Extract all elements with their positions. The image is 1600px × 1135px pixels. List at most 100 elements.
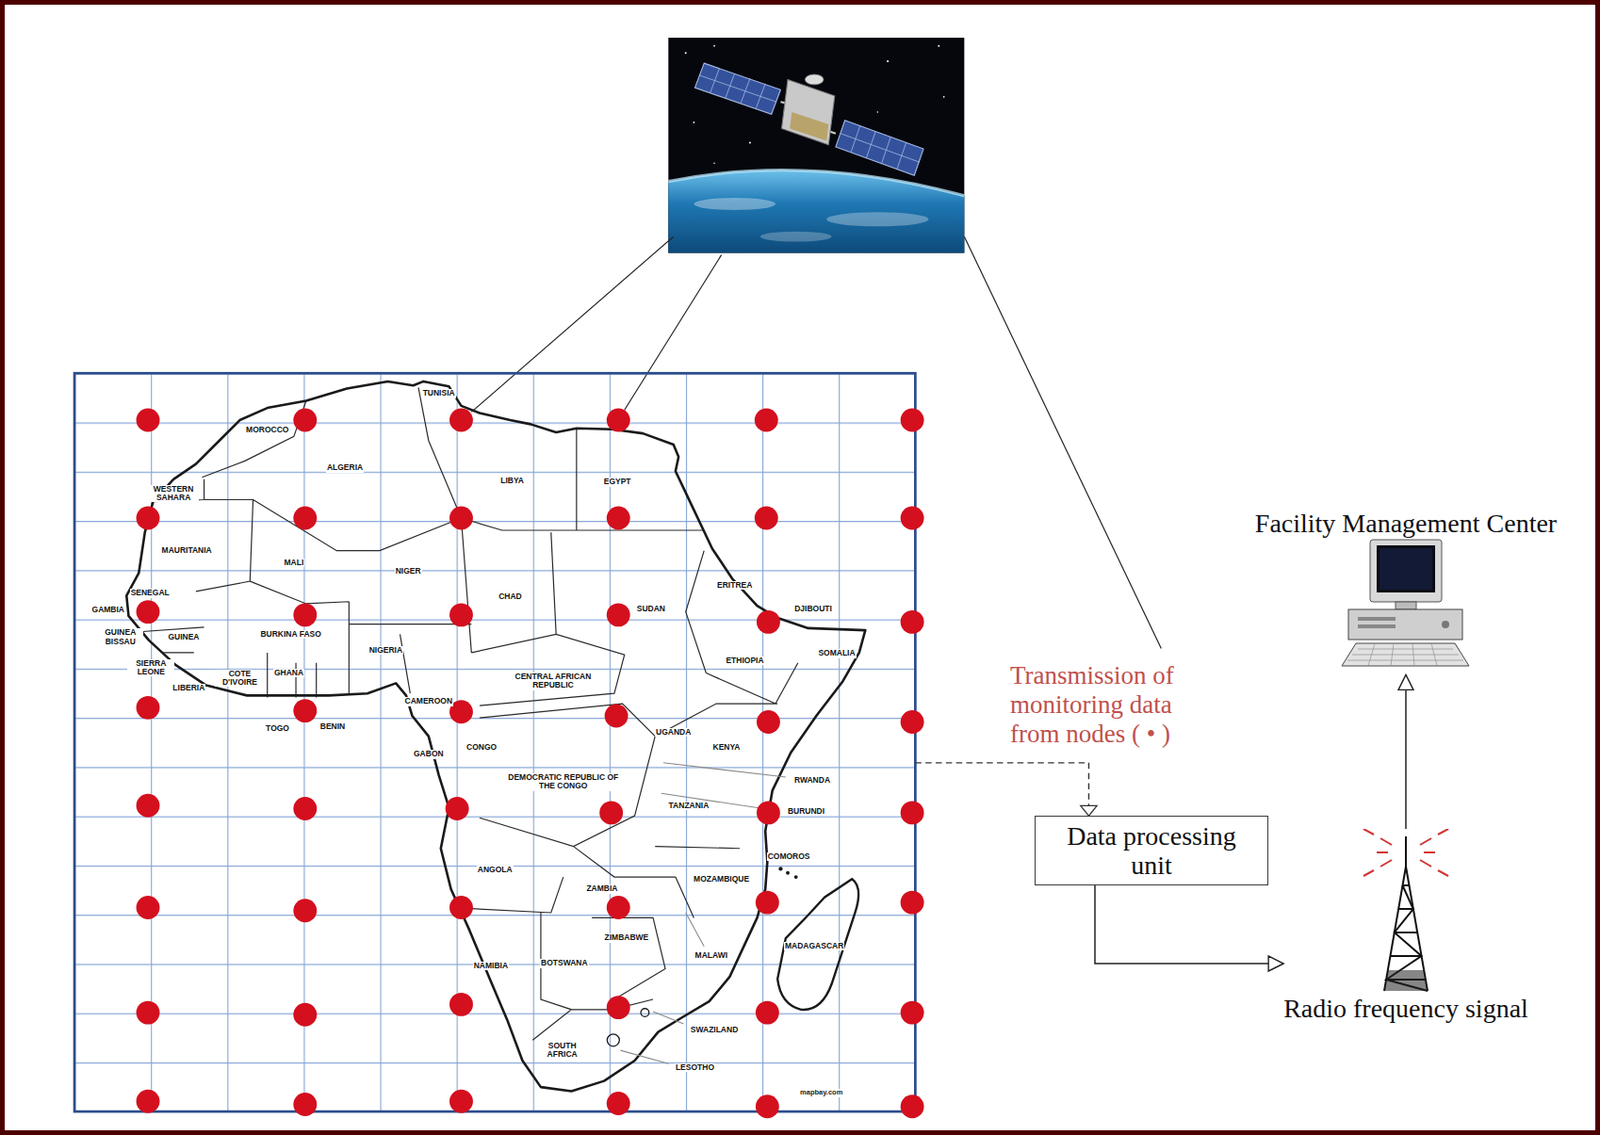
satellite-picture-part <box>826 212 929 227</box>
monitoring-node-dots-part <box>136 600 161 624</box>
country-label: MAURITANIA <box>161 546 213 556</box>
monitoring-node-dots-part <box>900 891 925 915</box>
monitoring-node-dots-part <box>293 797 317 821</box>
monitoring-node-dots-part <box>606 995 631 1020</box>
country-label: DEMOCRATIC REPUBLIC OF THE CONGO <box>506 773 621 792</box>
satellite-picture-part-part <box>886 60 889 63</box>
country-label: SOMALIA <box>816 649 856 658</box>
satellite-picture <box>668 37 964 253</box>
radio-tower-icon-part <box>1363 829 1449 877</box>
country-label: SENEGAL <box>130 588 171 598</box>
monitoring-node-dots-part <box>449 993 474 1017</box>
computer-icon-part <box>1348 609 1463 640</box>
radio-tower-icon-part <box>1384 970 1428 992</box>
satellite-picture-part <box>693 197 776 211</box>
country-label: NAMIBIA <box>473 962 509 971</box>
monitoring-node-dots-part <box>293 898 317 923</box>
country-label: GUINEA <box>166 633 200 642</box>
country-label: LIBYA <box>499 476 525 486</box>
radio-tower-icon-part-part <box>1380 860 1392 867</box>
satellite-picture-part-part <box>749 142 752 145</box>
monitoring-node-dots-part <box>599 800 623 825</box>
process-box: Data processing unit <box>1034 816 1269 886</box>
country-label: BURKINA FASO <box>259 630 322 639</box>
leader-lines <box>620 763 785 1064</box>
country-label: SUDAN <box>636 604 667 614</box>
country-label: LIBERIA <box>171 684 206 693</box>
leader-lines-part <box>663 763 786 778</box>
monitoring-node-dots-part <box>293 1003 317 1028</box>
monitoring-node-dots-part <box>445 797 470 821</box>
country-label: ERITREA <box>716 581 753 590</box>
radio-tower-icon-part-part <box>1363 829 1374 835</box>
country-label: GHANA <box>273 669 305 678</box>
country-label: SIERRA LEONE <box>127 659 175 678</box>
satellite-picture-part <box>668 37 964 253</box>
node-label: Radio frequency signal <box>1283 994 1529 1024</box>
radio-tower-icon <box>1344 829 1468 995</box>
satellite-link-lines-part <box>963 236 1161 649</box>
country-label: ZAMBIA <box>585 884 619 894</box>
country-label: BOTSWANA <box>539 959 589 968</box>
country-label: ZIMBABWE <box>604 933 651 943</box>
monitoring-node-dots-part <box>900 1094 925 1119</box>
monitoring-node-dots-part <box>755 1094 780 1119</box>
country-label: WESTERN SAHARA <box>147 485 199 504</box>
madagascar-outline <box>777 879 859 1011</box>
map-grid <box>74 373 915 1112</box>
arrow-head <box>1398 674 1414 690</box>
monitoring-node-dots-part <box>900 1001 925 1026</box>
satellite-picture-part-part <box>685 51 687 54</box>
monitoring-node-dots-part <box>900 800 925 825</box>
satellite-picture-part <box>789 112 829 141</box>
radio-tower-icon-part-part <box>1386 885 1426 980</box>
monitoring-node-dots-part <box>606 1092 631 1116</box>
country-label: LESOTHO <box>674 1063 716 1073</box>
comoros-islands <box>778 866 798 880</box>
comoros-islands-part <box>778 866 783 871</box>
monitoring-node-dots-part <box>293 408 317 433</box>
map-border <box>74 373 915 1112</box>
satellite-picture-part-part <box>713 45 716 48</box>
monitoring-node-dots-part <box>136 506 161 531</box>
satellite-picture-part <box>760 231 833 243</box>
monitoring-node-dots-part <box>756 800 781 825</box>
country-label: EGYPT <box>603 477 633 487</box>
country-label: TUNISIA <box>422 389 457 398</box>
small-territories-part <box>640 1009 650 1018</box>
country-label: CHAD <box>497 592 523 602</box>
satellite-picture-part <box>804 74 823 85</box>
monitoring-node-dots-part <box>449 1090 474 1114</box>
africa-outline <box>126 381 866 1093</box>
arrow-head <box>1268 956 1284 972</box>
satellite-picture-part-part <box>877 111 880 114</box>
monitoring-node-dots-part <box>900 710 925 735</box>
radio-tower-icon-part-part <box>1420 838 1432 846</box>
connector-arrow <box>1094 885 1284 972</box>
country-label: ALGERIA <box>326 463 364 473</box>
computer-icon-part <box>1357 617 1396 621</box>
country-label: COTE D'IVOIRE <box>214 669 264 688</box>
monitoring-node-dots-part <box>606 896 631 920</box>
country-label: CENTRAL AFRICAN REPUBLIC <box>506 672 599 691</box>
leader-lines-part <box>653 1012 684 1025</box>
monitoring-node-dots-part <box>449 603 474 627</box>
country-label: DJIBOUTI <box>793 604 833 614</box>
monitoring-node-dots-part <box>606 506 631 531</box>
satellite-picture-part-part <box>693 121 696 124</box>
monitoring-node-dots-part <box>136 1001 161 1026</box>
monitoring-node-dots-part <box>604 704 629 729</box>
country-label: ETHIOPIA <box>724 656 765 666</box>
monitoring-node-dots-part <box>449 408 474 433</box>
monitoring-node-dots-part <box>606 408 631 433</box>
country-label: SOUTH AFRICA <box>538 1042 587 1061</box>
country-label: CONGO <box>465 743 498 752</box>
country-label: TANZANIA <box>668 801 711 811</box>
node-label: Data processing unit <box>1057 821 1246 882</box>
monitoring-node-dots-part <box>900 610 925 635</box>
country-label: NIGERIA <box>368 646 404 655</box>
radio-tower-icon-part-part <box>1437 870 1449 877</box>
